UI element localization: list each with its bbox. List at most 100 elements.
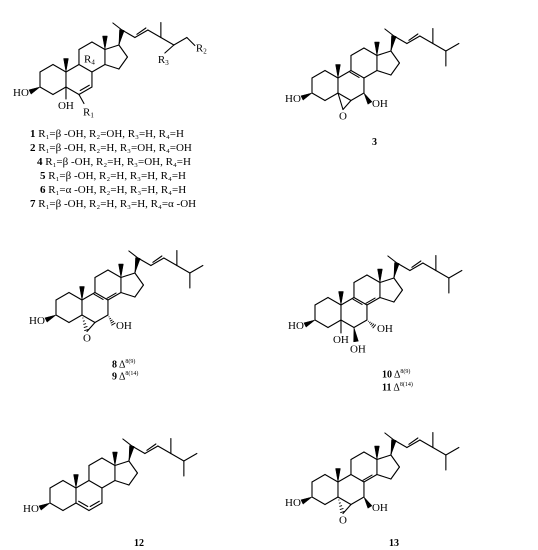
ring-bond (65, 63, 80, 73)
ring-bond (379, 296, 395, 303)
ring-bond (114, 460, 130, 467)
side-chain-bond (419, 35, 434, 45)
delta-label-11: 11 Δ8(14) (382, 382, 413, 394)
side-chain-double-bond-inner (146, 443, 157, 451)
ring-bond (337, 473, 352, 483)
ring-bond (350, 47, 365, 57)
ring-bond (314, 319, 329, 329)
side-chain-bond (163, 257, 178, 267)
ring-bond (327, 296, 342, 306)
hash-mark (83, 326, 88, 328)
hash-mark (371, 323, 375, 327)
methyl-18-bond (377, 268, 383, 283)
side-chain-bond (170, 452, 185, 462)
methyl-18-bond (374, 41, 380, 56)
side-chain-bond (390, 35, 395, 52)
ring-bond (376, 454, 392, 461)
ring-bond (94, 269, 109, 279)
ring-bond (128, 472, 139, 486)
hash-mark (338, 502, 341, 504)
oh-label: OH (372, 502, 388, 514)
side-chain-bond (390, 439, 395, 456)
substituent-row-5: 5 R₁=β -OH, R₂=H, R₃=H, R₄=H (40, 170, 186, 182)
compound-label-13: 13 (389, 538, 399, 549)
isopropyl-bond (445, 446, 460, 456)
ring-bond (353, 319, 368, 329)
ring-bond (353, 296, 368, 306)
ring-bond (52, 63, 67, 73)
ring-bond (134, 272, 145, 286)
ring-bond (65, 86, 80, 96)
side-chain-bond (131, 445, 146, 455)
methyl-21-bond (384, 432, 395, 441)
r1-bond (78, 93, 85, 105)
ring-bond (78, 41, 93, 51)
ring-bond (62, 502, 77, 512)
double-bond-c8-c14 (365, 297, 376, 304)
methyl-18-bond (118, 263, 124, 278)
ring-bond (104, 44, 120, 51)
ring-bond (379, 277, 395, 284)
ho-label: HO (285, 93, 301, 105)
double-bond-c7 (79, 84, 90, 92)
side-chain-bond (118, 29, 123, 46)
ring-bond (327, 319, 342, 329)
r3-label: R3 (158, 54, 169, 67)
c6-oh-wedge (353, 327, 359, 343)
ring-bond (324, 92, 339, 102)
r1-label: R1 (83, 107, 94, 120)
methyl-19-bond (335, 468, 341, 483)
hash-mark (370, 322, 373, 326)
c3-oh-wedge (38, 502, 51, 511)
ring-bond (81, 291, 96, 301)
ring-bond (49, 479, 64, 489)
substituent-row-2: 2 R₁=β -OH, R₂=H, R₃=OH, R₄=OH (30, 142, 192, 154)
ring-bond (118, 44, 129, 58)
side-chain-bond (393, 262, 398, 279)
ring-bond (39, 63, 54, 73)
c3-oh-wedge (28, 86, 41, 95)
ring-bond (363, 451, 378, 461)
side-chain-bond (147, 29, 162, 39)
ring-bond (340, 319, 355, 329)
ring-bond (88, 479, 103, 489)
side-chain-double-bond-inner (408, 437, 419, 445)
side-chain-bond (137, 257, 152, 267)
side-chain-bond (121, 29, 136, 39)
ring-bond (393, 277, 404, 291)
ring-bond (88, 457, 103, 467)
hash-mark (109, 317, 112, 320)
r4-label: R4 (84, 54, 95, 67)
ring-bond (81, 314, 96, 324)
ring-bond (118, 56, 129, 70)
ring-bond (390, 454, 401, 468)
delta-label-8: 8 Δ8(9) (112, 359, 136, 371)
oh-label: OH (116, 320, 132, 332)
methyl-21-bond (122, 438, 133, 447)
side-chain-double-bond-inner (152, 255, 163, 263)
hash-mark (110, 320, 115, 324)
epoxide-o-label: O (339, 111, 347, 123)
ring-bond (337, 69, 352, 79)
ring-bond (91, 41, 106, 51)
ring-bond (324, 473, 339, 483)
c3-oh-wedge (303, 319, 316, 328)
ring-bond (353, 274, 368, 284)
methyl-21-bond (112, 22, 123, 31)
ring-bond (393, 289, 404, 303)
side-chain-r3-bond (164, 44, 175, 54)
side-chain-double-bond (406, 439, 421, 449)
methyl-18-bond (374, 445, 380, 460)
ho-label: HO (29, 315, 45, 327)
c7-oh-wedge (363, 92, 373, 105)
ring-bond (324, 69, 339, 79)
ring-bond (350, 69, 365, 79)
r2-subscript: 2 (203, 48, 207, 56)
methyl-21-bond (128, 250, 139, 259)
ring-bond (340, 296, 355, 306)
c5-oh-label: OH (58, 100, 74, 112)
ring-bond (68, 314, 83, 324)
c7-oh-label: OH (377, 323, 393, 335)
side-chain-bond (435, 269, 450, 279)
hash-mark (111, 322, 116, 326)
